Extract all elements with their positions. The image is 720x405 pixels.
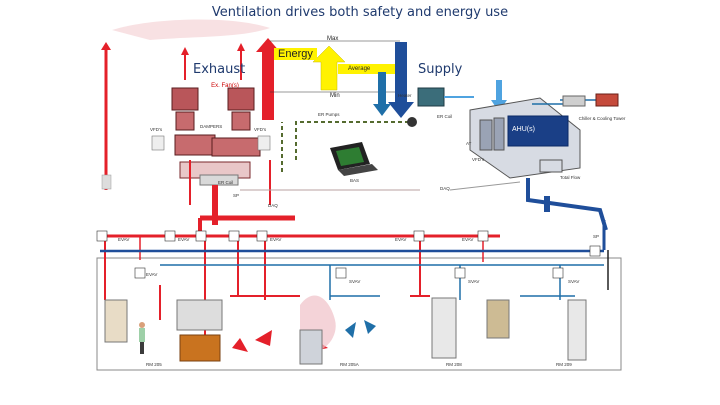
page-title: Ventilation drives both safety and energ… <box>211 5 509 20</box>
er-coil-left-label: ER Coil <box>218 180 234 185</box>
damper-icon <box>96 230 601 279</box>
er-coil-right-label: ER Coil <box>437 114 453 119</box>
chiller-icon <box>562 95 586 107</box>
svav-label: SVAV <box>568 279 580 284</box>
evav-label: EVAV <box>118 237 130 242</box>
pump-icon <box>407 117 417 127</box>
room-label: RM 209 <box>556 362 572 367</box>
fume-hood-icon <box>104 297 587 362</box>
max-label: Max <box>327 36 339 42</box>
svav-label: SVAV <box>468 279 480 284</box>
supply-label: Supply <box>418 62 463 77</box>
exhaust-label: Exhaust <box>193 62 246 77</box>
heater-icon <box>417 87 445 107</box>
supply-duct-main <box>526 178 608 231</box>
evav-label: EVAV <box>462 237 474 242</box>
vfds-mid-label: VFD's <box>254 127 267 132</box>
er-pumps-label: ER Pumps <box>318 112 340 117</box>
coil-icon <box>199 174 239 186</box>
daq-left-label: DAQ <box>268 203 278 208</box>
sp-left-label: SP <box>233 193 240 198</box>
min-label: Min <box>330 93 340 99</box>
evav-label: EVAV <box>178 237 190 242</box>
svav-label: SVAV <box>349 279 361 284</box>
room-label: RM 208 <box>446 362 462 367</box>
chiller-tower-label: Chiller & Cooling Tower <box>578 116 626 121</box>
evav-label: EVAV <box>146 272 158 277</box>
room-label: RM 205 <box>146 362 162 367</box>
supply-energy-arrow <box>388 42 414 118</box>
heater-label: Heater <box>398 93 412 98</box>
bas-label: BAS <box>350 178 360 183</box>
at-label: AT <box>466 141 472 146</box>
vfd-icon <box>151 135 165 151</box>
computer-icon <box>330 142 378 176</box>
heat-recovery-loop <box>295 121 412 160</box>
vfds-ahu-label: VFD's <box>472 157 485 162</box>
evav-label: EVAV <box>395 237 407 242</box>
evav-label: EVAV <box>270 237 282 242</box>
daq-right-label: DAQ <box>440 186 450 191</box>
fan-icon <box>171 87 255 131</box>
average-label: Average <box>348 66 371 72</box>
energy-label: Energy <box>274 48 317 60</box>
room-label: RM 205A <box>340 362 359 367</box>
cooling-tower-icon <box>595 93 619 107</box>
dampers-label: DAMPERS <box>200 124 223 129</box>
ex-fans-label: Ex. Fan(s) <box>211 83 239 89</box>
energy-arrow <box>312 45 346 91</box>
vfds-left-label: VFD's <box>150 127 163 132</box>
ahu-label: AHU(s) <box>512 126 535 133</box>
person-icon <box>139 322 145 354</box>
exhaust-plume <box>112 19 270 40</box>
total-flow-label: Total Flow <box>560 175 581 180</box>
sp-right-label: SP <box>593 234 600 239</box>
building-outline <box>96 257 622 371</box>
